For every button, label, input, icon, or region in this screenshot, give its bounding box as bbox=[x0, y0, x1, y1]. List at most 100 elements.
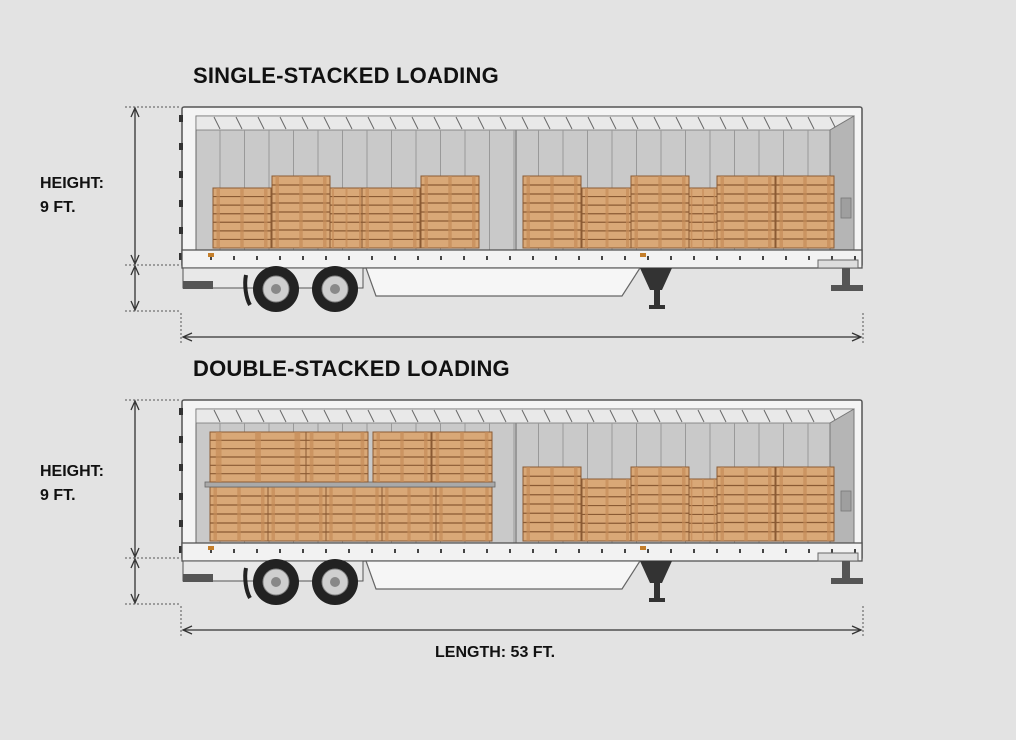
roof-bow bbox=[455, 409, 463, 423]
rail-rivet bbox=[348, 256, 350, 260]
roof-bow bbox=[609, 409, 617, 423]
roof-bow bbox=[389, 409, 397, 423]
height-label-text: HEIGHT: bbox=[40, 175, 104, 192]
rail-rivet bbox=[762, 256, 764, 260]
rail-rivet bbox=[601, 256, 603, 260]
pallet bbox=[212, 187, 272, 249]
mud-flap bbox=[243, 567, 252, 599]
roof-bow bbox=[433, 409, 441, 423]
vent bbox=[840, 197, 852, 219]
front-foot bbox=[831, 578, 863, 584]
rail-rivet bbox=[417, 549, 419, 553]
rail-rivet bbox=[762, 549, 764, 553]
rail-rivet bbox=[256, 256, 258, 260]
marker-light bbox=[208, 546, 214, 550]
door-hinge bbox=[179, 436, 183, 443]
roof-bow bbox=[367, 116, 375, 130]
roof-bow bbox=[499, 409, 507, 423]
rail-rivet bbox=[509, 256, 511, 260]
roof-bow bbox=[741, 409, 749, 423]
rail-rivet bbox=[486, 549, 488, 553]
arrow-head bbox=[130, 264, 140, 312]
roof-bow bbox=[411, 116, 419, 130]
roof-bow bbox=[345, 116, 353, 130]
landing-gear bbox=[640, 561, 672, 583]
roof-bow bbox=[675, 409, 683, 423]
rail-rivet bbox=[279, 549, 281, 553]
rail-rivet bbox=[670, 549, 672, 553]
door-hinge bbox=[179, 520, 183, 527]
rail-rivet bbox=[555, 256, 557, 260]
wheel-hub bbox=[330, 284, 340, 294]
rail-rivet bbox=[854, 549, 856, 553]
pallet bbox=[581, 478, 633, 542]
roof-bow bbox=[477, 116, 485, 130]
rail-rivet bbox=[394, 256, 396, 260]
pallet bbox=[267, 486, 327, 542]
rail-rivet bbox=[417, 256, 419, 260]
landing-leg bbox=[654, 290, 660, 306]
rail-rivet bbox=[578, 256, 580, 260]
landing-foot bbox=[649, 305, 665, 309]
door-hinge bbox=[179, 227, 183, 234]
rail-rivet bbox=[785, 256, 787, 260]
roof-bow bbox=[301, 409, 309, 423]
rail-rivet bbox=[739, 256, 741, 260]
front-plate bbox=[817, 259, 859, 269]
arrow-head bbox=[130, 106, 140, 266]
rail-rivet bbox=[578, 549, 580, 553]
rear-bumper bbox=[183, 281, 213, 289]
arrow-head bbox=[181, 332, 863, 342]
roof-bow bbox=[345, 409, 353, 423]
pallet bbox=[775, 466, 835, 542]
deck-beam bbox=[204, 481, 496, 488]
rail-rivet bbox=[233, 549, 235, 553]
pallet bbox=[381, 486, 437, 542]
roof-bow bbox=[763, 409, 771, 423]
rail-rivet bbox=[256, 549, 258, 553]
pallet bbox=[716, 466, 776, 542]
pallet bbox=[688, 187, 718, 249]
rail-rivet bbox=[808, 256, 810, 260]
rail-rivet bbox=[325, 256, 327, 260]
door-hinge bbox=[179, 115, 183, 122]
rail-rivet bbox=[440, 549, 442, 553]
section-title-single: SINGLE-STACKED LOADING bbox=[193, 63, 499, 88]
rail-rivet bbox=[647, 256, 649, 260]
rail-rivet bbox=[325, 549, 327, 553]
pallet bbox=[581, 187, 633, 249]
arrow-head bbox=[130, 557, 140, 605]
rail-rivet bbox=[279, 256, 281, 260]
pallet bbox=[329, 187, 364, 249]
rail-rivet bbox=[670, 256, 672, 260]
rail-rivet bbox=[532, 256, 534, 260]
door-hinge bbox=[179, 493, 183, 500]
pallet bbox=[372, 431, 432, 483]
roof-bow bbox=[631, 116, 639, 130]
landing-gear bbox=[640, 268, 672, 290]
roof-bow bbox=[587, 409, 595, 423]
height-value-text: 9 FT. bbox=[40, 199, 76, 216]
marker-light bbox=[640, 253, 646, 257]
door-hinge bbox=[179, 253, 183, 260]
rail-rivet bbox=[532, 549, 534, 553]
rail-rivet bbox=[693, 256, 695, 260]
side-skirt bbox=[365, 267, 642, 297]
rail-rivet bbox=[463, 256, 465, 260]
side-skirt bbox=[365, 560, 642, 590]
roof-bow bbox=[719, 409, 727, 423]
height-label-text: HEIGHT: bbox=[40, 463, 104, 480]
rail-rivet bbox=[647, 549, 649, 553]
rail-rivet bbox=[831, 549, 833, 553]
door-hinge bbox=[179, 464, 183, 471]
pallet bbox=[716, 175, 776, 249]
rail-rivet bbox=[371, 256, 373, 260]
rail-rivet bbox=[739, 549, 741, 553]
roof-bow bbox=[235, 409, 243, 423]
rail-rivet bbox=[716, 256, 718, 260]
roof-bow bbox=[763, 116, 771, 130]
roof-bow bbox=[257, 116, 265, 130]
roof-bow bbox=[433, 116, 441, 130]
pallet bbox=[209, 431, 307, 483]
roof-bow bbox=[455, 116, 463, 130]
